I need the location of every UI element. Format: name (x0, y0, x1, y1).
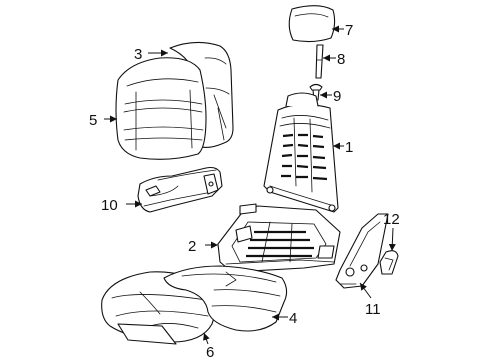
seatback-frame-part (263, 92, 339, 213)
knob-part (379, 250, 399, 275)
headrest-part (288, 5, 336, 43)
callout-3: 3 (134, 46, 142, 63)
callout-9: 9 (333, 88, 341, 105)
seat-cushion-cover-part (163, 265, 288, 332)
seat-cushion-frame-part (217, 203, 341, 273)
callout-labels: 1 2 3 4 5 6 7 8 9 10 11 12 (89, 22, 400, 360)
callout-2: 2 (188, 238, 196, 255)
callout-5: 5 (89, 112, 97, 129)
callout-6: 6 (206, 344, 214, 360)
callout-1: 1 (345, 139, 353, 156)
armrest-console-part (137, 166, 223, 213)
callout-11: 11 (365, 301, 381, 318)
callout-4: 4 (289, 310, 297, 327)
seatback-pad-part (115, 57, 207, 160)
callout-7: 7 (345, 22, 353, 39)
callout-10: 10 (101, 197, 118, 214)
callout-8: 8 (337, 51, 345, 68)
headrest-guide-part (315, 44, 324, 79)
callout-12: 12 (383, 211, 400, 228)
callout-leaders (104, 25, 396, 345)
side-shield-part (335, 213, 389, 289)
